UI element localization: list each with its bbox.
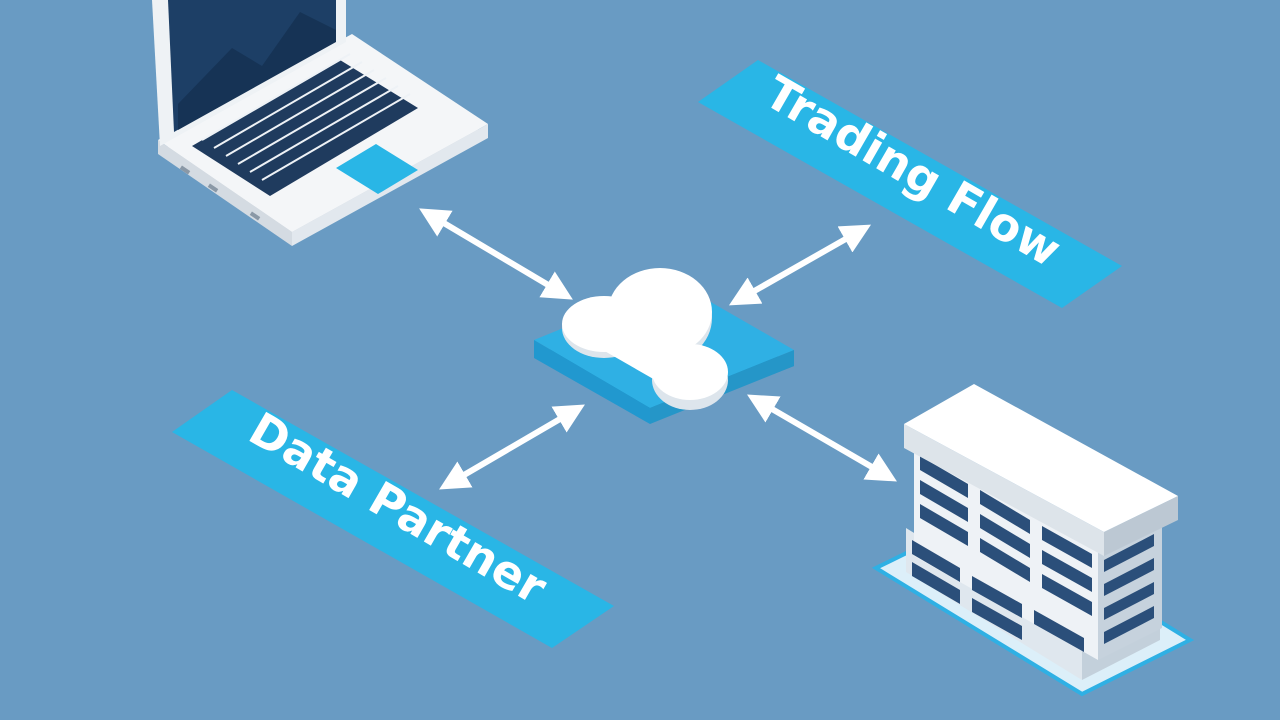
building-icon: [871, 384, 1195, 697]
laptop-cloud-arrow: [419, 208, 573, 300]
data-partner-label: Data Partner: [240, 401, 556, 614]
laptop-icon: [152, 0, 488, 246]
cloud-building-arrow: [747, 394, 897, 482]
cloud-trading-arrow: [728, 224, 872, 306]
partner-cloud-arrow: [439, 404, 585, 490]
trading-flow-banner: Trading Flow: [698, 60, 1122, 308]
trading-flow-label: Trading Flow: [756, 65, 1070, 278]
arrow-icon: [419, 208, 897, 490]
cloud-icon: [534, 268, 794, 424]
